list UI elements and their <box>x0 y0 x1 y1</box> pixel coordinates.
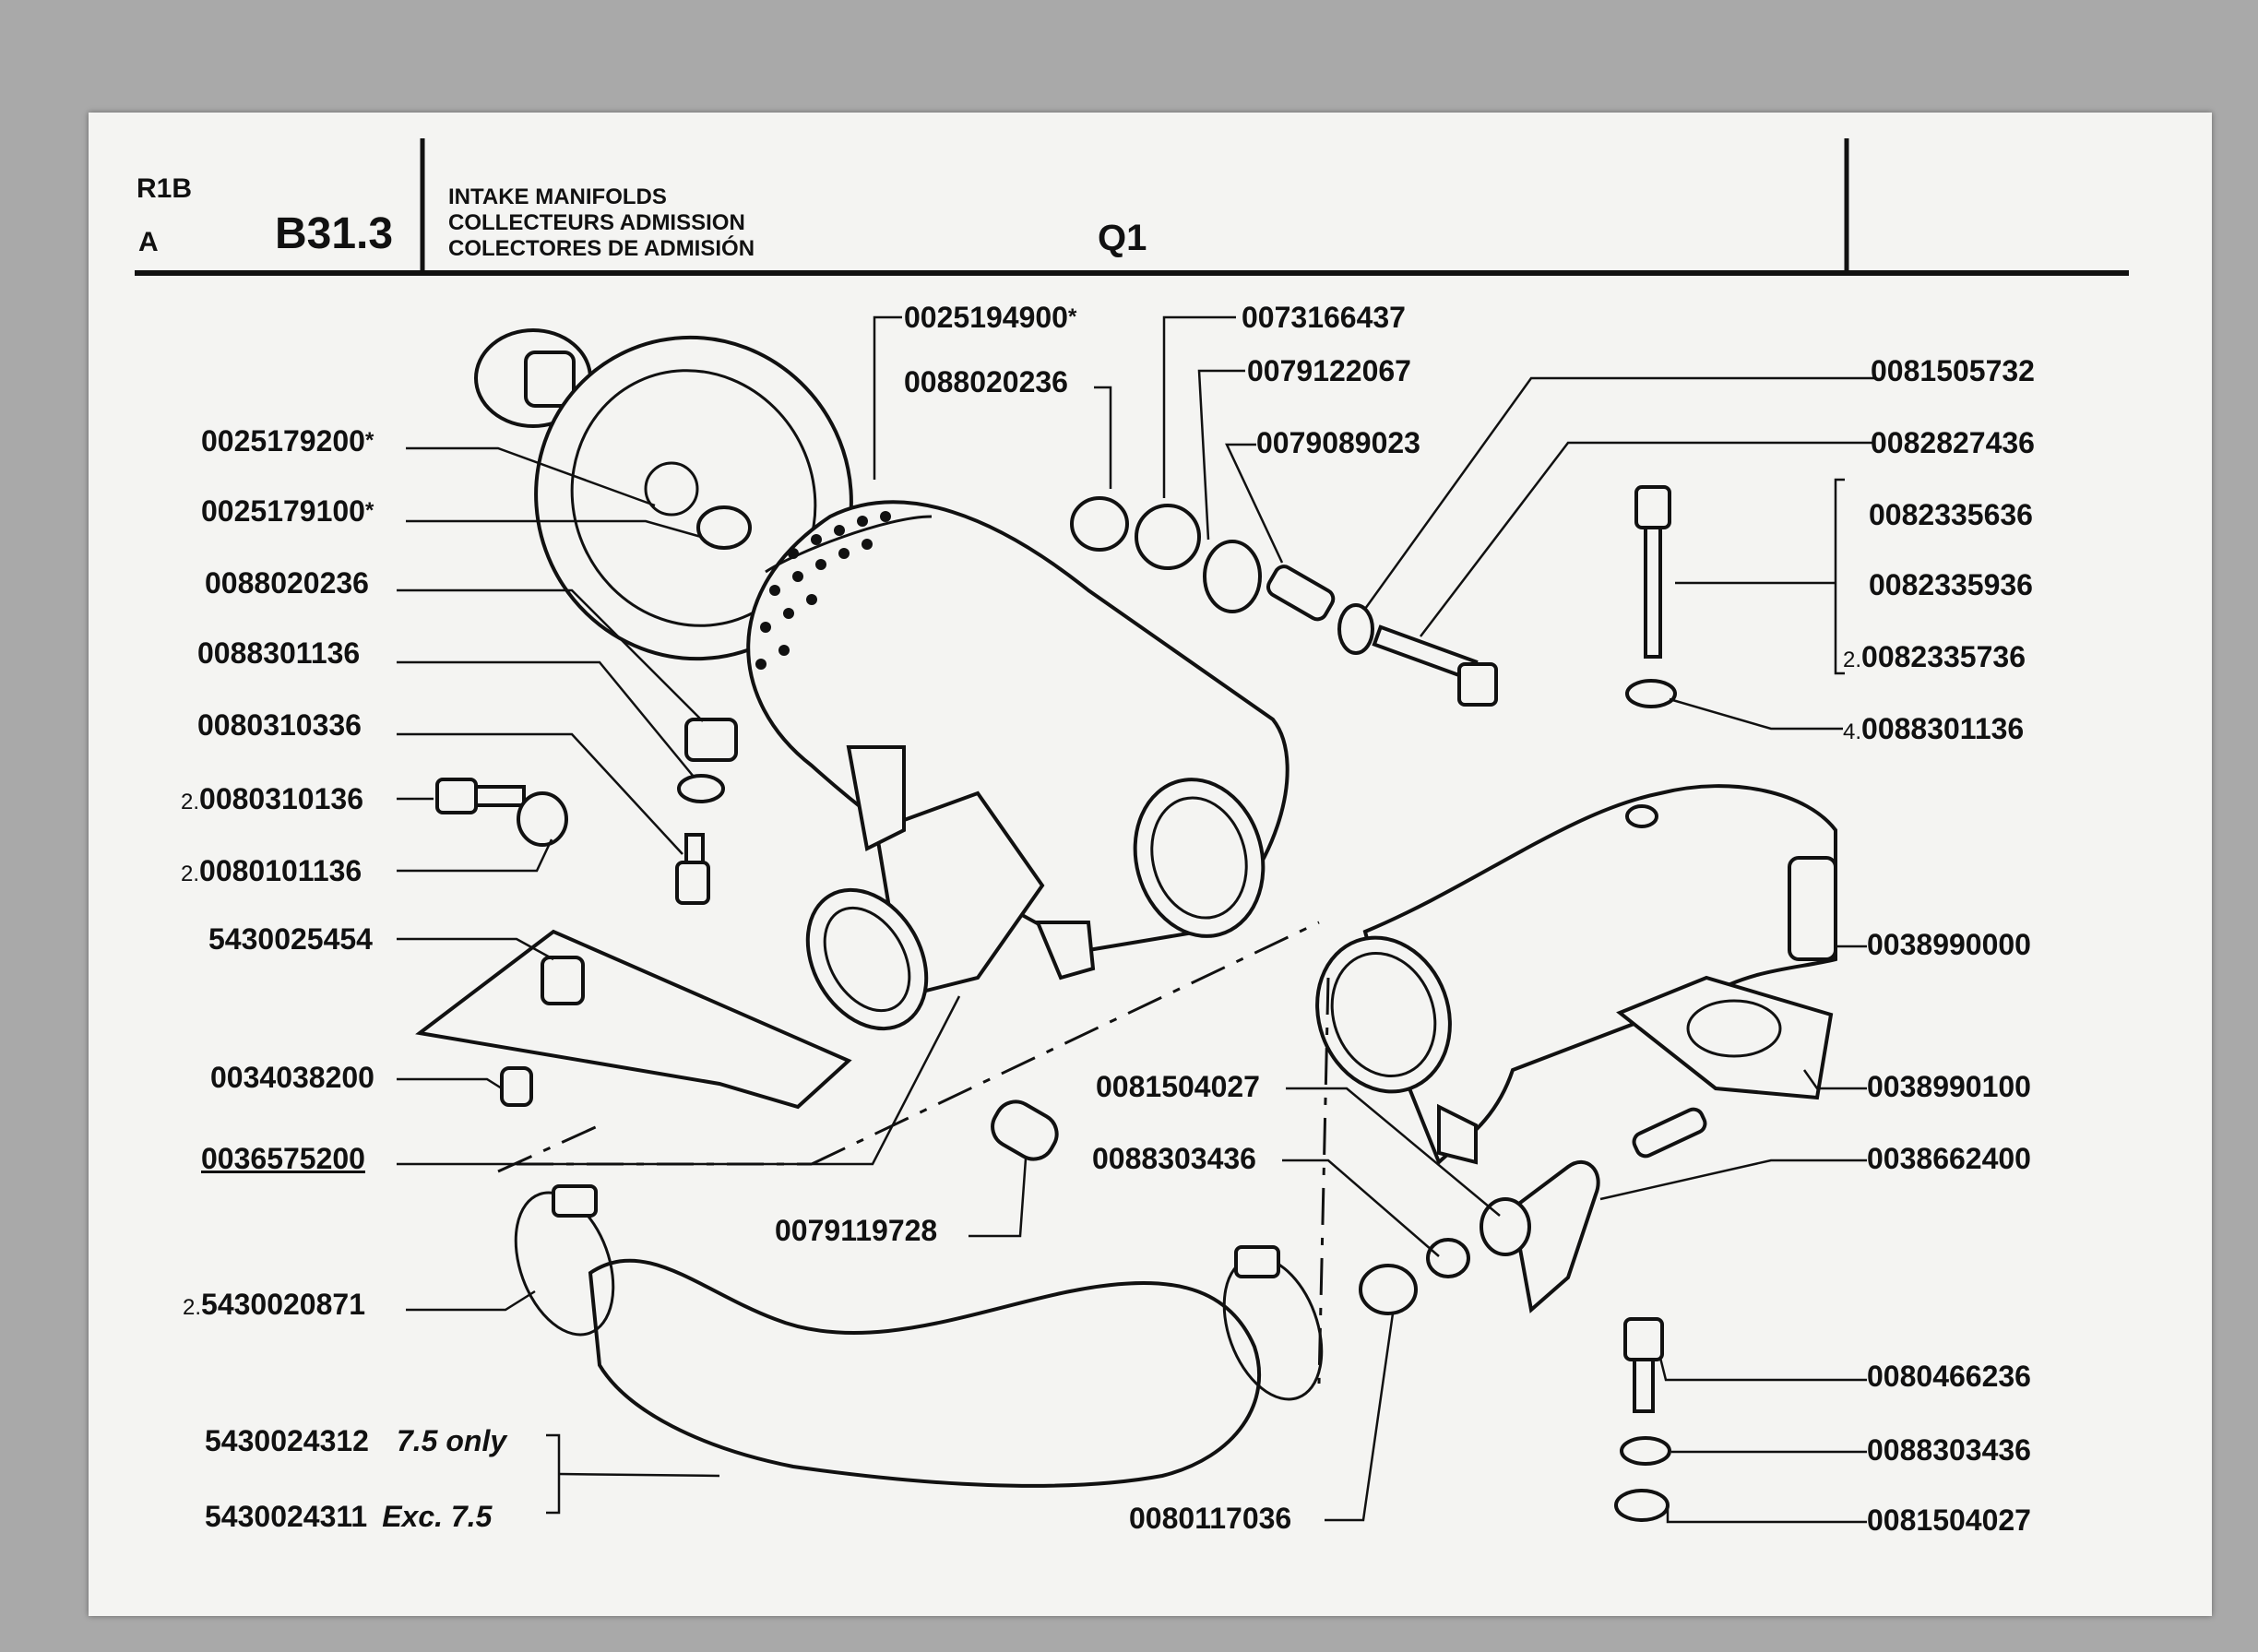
part-label-0080310136: 2.0080310136 <box>181 782 363 815</box>
part-label-0081505732: 0081505732 <box>1871 354 2035 387</box>
part-label-5430020871: 2.5430020871 <box>183 1288 365 1321</box>
part-label-0079122067: 0079122067 <box>1247 354 1411 387</box>
part-label-0088303436-right: 0088303436 <box>1867 1433 2031 1467</box>
spacer-part <box>541 956 585 1005</box>
part-label-0080466236: 0080466236 <box>1867 1360 2031 1393</box>
part-label-0073166437: 0073166437 <box>1242 301 1406 334</box>
part-label-0036575200: 0036575200 <box>201 1142 365 1175</box>
part-label-0088020236-left: 0088020236 <box>205 566 369 600</box>
part-label-0082335936: 0082335936 <box>1869 568 2033 601</box>
part-label-0088301136-left: 0088301136 <box>197 636 361 670</box>
part-label-0038662400: 0038662400 <box>1867 1142 2031 1175</box>
title-english: INTAKE MANIFOLDS <box>448 184 667 209</box>
section-code: B31.3 <box>275 209 394 258</box>
part-label-0080117036: 0080117036 <box>1129 1502 1292 1535</box>
part-label-0034038200: 0034038200 <box>210 1061 374 1094</box>
title-spanish: COLECTORES DE ADMISIÓN <box>448 236 755 261</box>
part-label-0025179200: 0025179200* <box>201 424 374 458</box>
left-hardware <box>435 718 1059 1161</box>
leader-lines <box>397 315 1874 1524</box>
part-label-0025194900: 0025194900* <box>904 301 1077 334</box>
right-hardware <box>1359 1107 1707 1522</box>
part-label-0079089023: 0079089023 <box>1256 426 1420 459</box>
model-code: R1B <box>137 173 193 204</box>
filter-perforations <box>755 511 891 670</box>
bracket-part <box>415 929 852 1110</box>
part-label-0082335736: 2.0082335736 <box>1843 640 2026 673</box>
part-label-0038990100: 0038990100 <box>1867 1070 2031 1103</box>
top-hardware <box>1070 485 1677 708</box>
part-label-0080310336: 0080310336 <box>197 708 362 742</box>
part-label-0081504027-right: 0081504027 <box>1867 1503 2031 1537</box>
title-french: COLLECTEURS ADMISSION <box>448 210 745 235</box>
part-label-0088301136-right: 4.0088301136 <box>1843 712 2025 745</box>
spacer-part-small <box>500 1066 533 1107</box>
part-label-0025179100: 0025179100* <box>201 494 374 528</box>
part-label-0038990000: 0038990000 <box>1867 928 2031 961</box>
part-label-0081504027-mid: 0081504027 <box>1096 1070 1260 1103</box>
part-label-0079119728: 0079119728 <box>775 1214 938 1247</box>
part-label-0088020236-top: 0088020236 <box>904 365 1068 398</box>
part-label-0082335636: 0082335636 <box>1869 498 2033 531</box>
part-label-0088303436-mid: 0088303436 <box>1092 1142 1256 1175</box>
part-label-0080101136: 2.0080101136 <box>181 854 362 887</box>
part-label-5430025454: 5430025454 <box>208 922 373 956</box>
assembly-line-b <box>811 921 1320 1166</box>
group-code: Q1 <box>1098 218 1147 258</box>
part-label-0082827436: 0082827436 <box>1871 426 2035 459</box>
intake-manifold <box>1315 784 1837 1166</box>
intake-hose <box>514 1184 1324 1488</box>
variant-code: A <box>138 227 159 257</box>
air-filter-assembly <box>474 328 1289 1031</box>
